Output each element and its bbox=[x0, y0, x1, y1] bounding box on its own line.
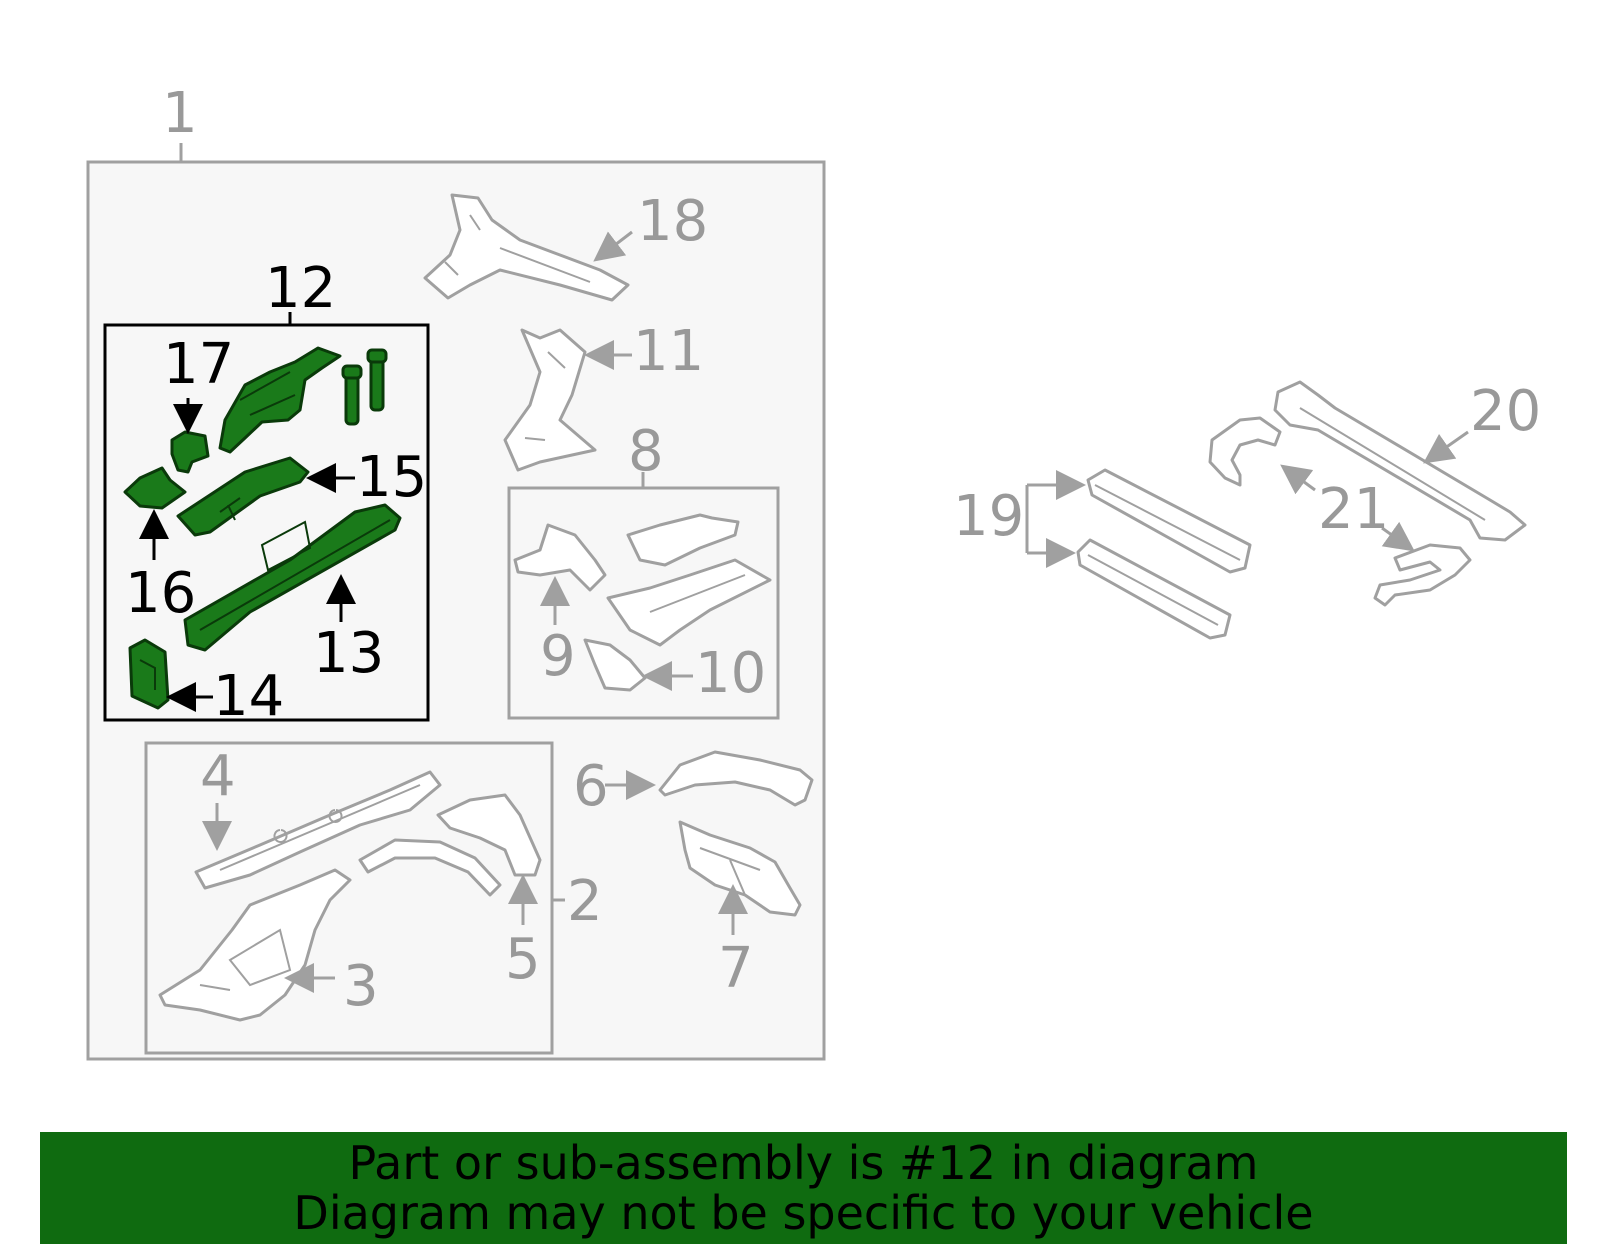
callout-17[interactable]: 17 bbox=[163, 332, 234, 397]
part-21-hose[interactable] bbox=[1373, 543, 1472, 607]
callout-16[interactable]: 16 bbox=[125, 561, 196, 626]
info-banner: Part or sub-assembly is #12 in diagram D… bbox=[40, 1132, 1567, 1244]
part-15-panel[interactable] bbox=[176, 456, 310, 537]
callout-13[interactable]: 13 bbox=[313, 621, 384, 686]
callout-5[interactable]: 5 bbox=[505, 927, 541, 992]
part-11[interactable]: 11 bbox=[503, 319, 704, 472]
part-19-lower-rail[interactable] bbox=[1076, 538, 1232, 640]
part-13-crossmember[interactable] bbox=[183, 503, 402, 652]
part-19[interactable]: 19 bbox=[953, 468, 1252, 640]
part-18[interactable]: 18 bbox=[423, 189, 708, 302]
callout-2[interactable]: 2 bbox=[567, 869, 603, 934]
callout-8[interactable]: 8 bbox=[628, 419, 664, 484]
part-6[interactable]: 6 bbox=[573, 750, 814, 819]
part-16-plate[interactable] bbox=[123, 466, 187, 510]
part-19-upper-rail[interactable] bbox=[1086, 468, 1252, 574]
callout-6[interactable]: 6 bbox=[573, 754, 609, 819]
subassembly-box-12[interactable]: 12 bbox=[103, 256, 430, 729]
part-4[interactable] bbox=[194, 770, 442, 890]
callout-19[interactable]: 19 bbox=[953, 484, 1024, 549]
part-8-panel-a[interactable] bbox=[626, 513, 740, 567]
callout-12[interactable]: 12 bbox=[265, 256, 336, 321]
callout-21[interactable]: 21 bbox=[1318, 477, 1389, 542]
part-14-bracket[interactable] bbox=[128, 638, 170, 710]
callout-18[interactable]: 18 bbox=[637, 189, 708, 254]
callout-3[interactable]: 3 bbox=[343, 954, 379, 1019]
callout-11[interactable]: 11 bbox=[633, 319, 704, 384]
part-21[interactable]: 21 bbox=[1208, 416, 1472, 607]
callout-9[interactable]: 9 bbox=[540, 624, 576, 689]
callout-1[interactable]: 1 bbox=[162, 81, 198, 146]
callout-7[interactable]: 7 bbox=[718, 936, 754, 1001]
part-12-bolt-a[interactable] bbox=[341, 364, 363, 426]
banner-line-2: Diagram may not be specific to your vehi… bbox=[293, 1186, 1314, 1240]
part-21-clip[interactable] bbox=[1208, 416, 1282, 487]
callout-4[interactable]: 4 bbox=[200, 744, 236, 809]
part-2-arch[interactable] bbox=[358, 838, 502, 897]
banner-line-1: Part or sub-assembly is #12 in diagram bbox=[348, 1136, 1259, 1190]
callout-15[interactable]: 15 bbox=[356, 445, 427, 510]
callout-10[interactable]: 10 bbox=[695, 641, 766, 706]
part-9[interactable] bbox=[513, 523, 607, 592]
part-10[interactable] bbox=[583, 638, 647, 692]
part-7[interactable]: 7 bbox=[678, 820, 802, 1001]
parts-diagram: 1 12 bbox=[86, 81, 1541, 1061]
part-12-bolt-b[interactable] bbox=[366, 348, 388, 412]
part-12-upper-rail[interactable] bbox=[218, 346, 342, 454]
part-20[interactable]: 20 bbox=[1273, 379, 1541, 542]
subassembly-box-8[interactable]: 8 9 10 bbox=[507, 419, 780, 720]
callout-14[interactable]: 14 bbox=[213, 664, 284, 729]
callout-20[interactable]: 20 bbox=[1470, 379, 1541, 444]
subassembly-box-2[interactable]: 2 4 3 5 bbox=[144, 741, 603, 1055]
